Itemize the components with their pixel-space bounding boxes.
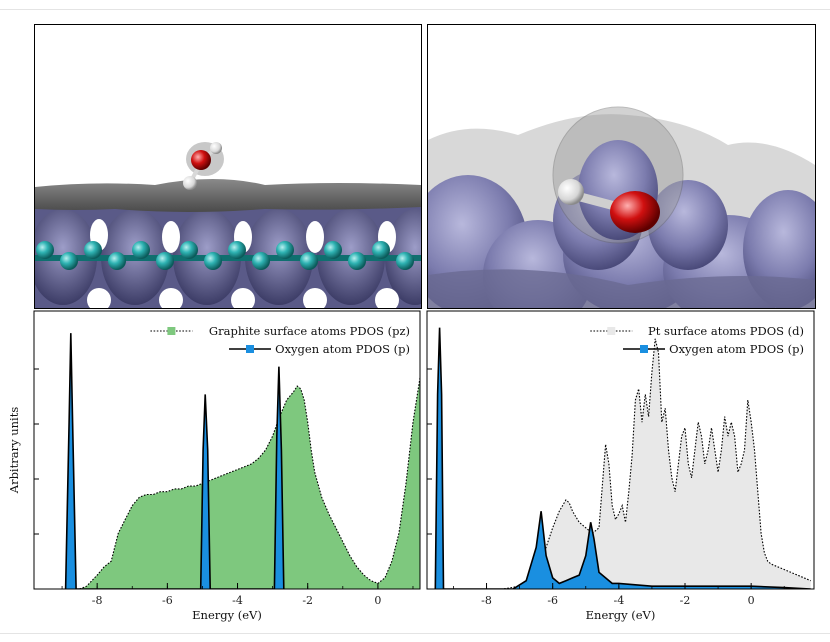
x-tick-label: 0 [374, 594, 381, 607]
x-tick-label: -2 [680, 594, 691, 607]
series-area-0 [79, 377, 420, 589]
series-line-1 [434, 327, 811, 589]
legend-swatch [640, 345, 648, 353]
water-on-pt-render [427, 24, 816, 309]
series-line-0 [79, 377, 420, 589]
pt-molecule-image [428, 25, 815, 308]
x-tick-label: -8 [92, 594, 103, 607]
plot-frame [33, 310, 421, 590]
x-axis-label: Energy (eV) [192, 608, 262, 622]
plot-frame [426, 310, 815, 590]
graphite-molecule-image [35, 25, 421, 308]
legend-swatch [607, 327, 616, 335]
plot-area [64, 333, 420, 589]
water-on-graphite-render [34, 24, 422, 309]
x-tick-label: -2 [302, 594, 313, 607]
series-line-1 [64, 333, 285, 589]
series-line-0 [436, 338, 811, 589]
legend-entry-label: Graphite surface atoms PDOS (pz) [209, 324, 410, 338]
plot-area [434, 327, 811, 589]
x-axis-label: Energy (eV) [586, 608, 656, 622]
x-tick-label: -4 [613, 594, 624, 607]
legend-swatch [246, 345, 254, 353]
legend-entry-label: Oxygen atom PDOS (p) [669, 342, 804, 356]
legend-entry-label: Pt surface atoms PDOS (d) [648, 324, 804, 338]
x-tick-label: 0 [748, 594, 755, 607]
x-tick-label: -4 [232, 594, 243, 607]
legend-entry-label: Oxygen atom PDOS (p) [275, 342, 410, 356]
legend-swatch [167, 327, 176, 335]
top-divider [0, 9, 830, 10]
y-axis-label: Arbitrary units [7, 407, 21, 495]
series-area-0 [436, 338, 811, 589]
x-tick-label: -6 [162, 594, 173, 607]
x-tick-label: -6 [547, 594, 558, 607]
bottom-divider [0, 633, 830, 634]
x-tick-label: -8 [481, 594, 492, 607]
